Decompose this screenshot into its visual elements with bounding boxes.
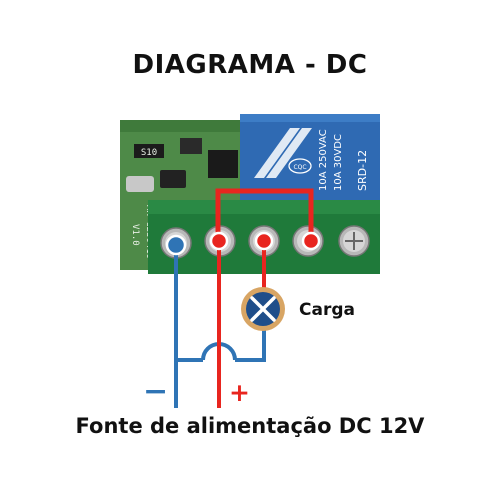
terminal-screw bbox=[338, 225, 370, 257]
terminal-block-top bbox=[148, 200, 380, 214]
load-lamp-icon bbox=[241, 287, 285, 331]
relay-logo bbox=[254, 128, 312, 178]
smd-component bbox=[126, 176, 154, 192]
smd-capacitor bbox=[180, 138, 202, 154]
relay: CQC 10A 250VAC 10A 30VDC SRD-12 bbox=[240, 114, 380, 200]
terminal-dot-negative bbox=[165, 234, 187, 256]
smd-diode bbox=[208, 150, 238, 178]
relay-rating-2: 10A 30VDC bbox=[333, 134, 344, 191]
smd-component bbox=[160, 170, 186, 188]
resistor-code: S10 bbox=[141, 148, 157, 158]
page-title: DIAGRAMA - DC bbox=[132, 50, 368, 80]
jumper-wire bbox=[215, 188, 314, 241]
board-version-label: V1.0 bbox=[130, 224, 140, 246]
smd-resistor: S10 bbox=[134, 144, 164, 158]
relay-brand: CQC bbox=[293, 164, 306, 171]
plus-sign: + bbox=[229, 378, 250, 407]
minus-sign: − bbox=[143, 374, 168, 409]
terminal-dot-positive bbox=[209, 231, 229, 251]
terminal-dot-load bbox=[254, 231, 274, 251]
relay-model: SRD-12 bbox=[356, 150, 369, 191]
power-supply-label: Fonte de alimentação DC 12V bbox=[75, 414, 425, 438]
load-label: Carga bbox=[299, 300, 355, 320]
relay-rating-1: 10A 250VAC bbox=[318, 129, 329, 191]
cqc-mark bbox=[288, 158, 312, 174]
terminal-dot-com bbox=[301, 231, 321, 251]
